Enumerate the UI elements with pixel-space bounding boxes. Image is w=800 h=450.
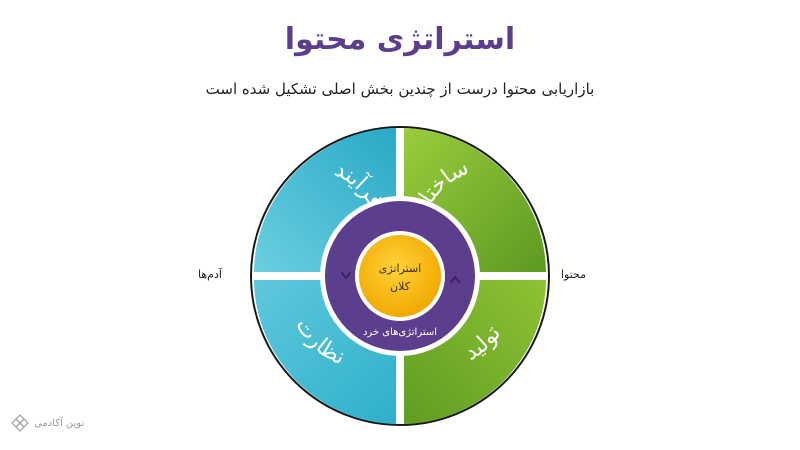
outer-ring-outline: [250, 126, 550, 426]
side-label-people: آدم‌ها: [198, 268, 222, 281]
side-label-content: محتوا: [561, 268, 587, 281]
ring-label: استراتژی‌های خرد: [363, 327, 437, 338]
macro-strategy-core: [359, 235, 441, 317]
core-label-line2: کلان: [390, 280, 411, 293]
core-label-line1: استراتژی: [379, 262, 421, 275]
brand-name: نوین آکادمی: [34, 417, 85, 429]
page-subtitle: بازاریابی محتوا درست از چندین بخش اصلی ت…: [205, 80, 595, 98]
page-title: استراتژی محتوا: [284, 22, 516, 57]
chevron-up-icon: [449, 275, 461, 284]
brand-logo-icon: [11, 414, 29, 432]
chevron-down-icon: [340, 271, 352, 280]
brand-mark: نوین آکادمی: [10, 413, 84, 433]
